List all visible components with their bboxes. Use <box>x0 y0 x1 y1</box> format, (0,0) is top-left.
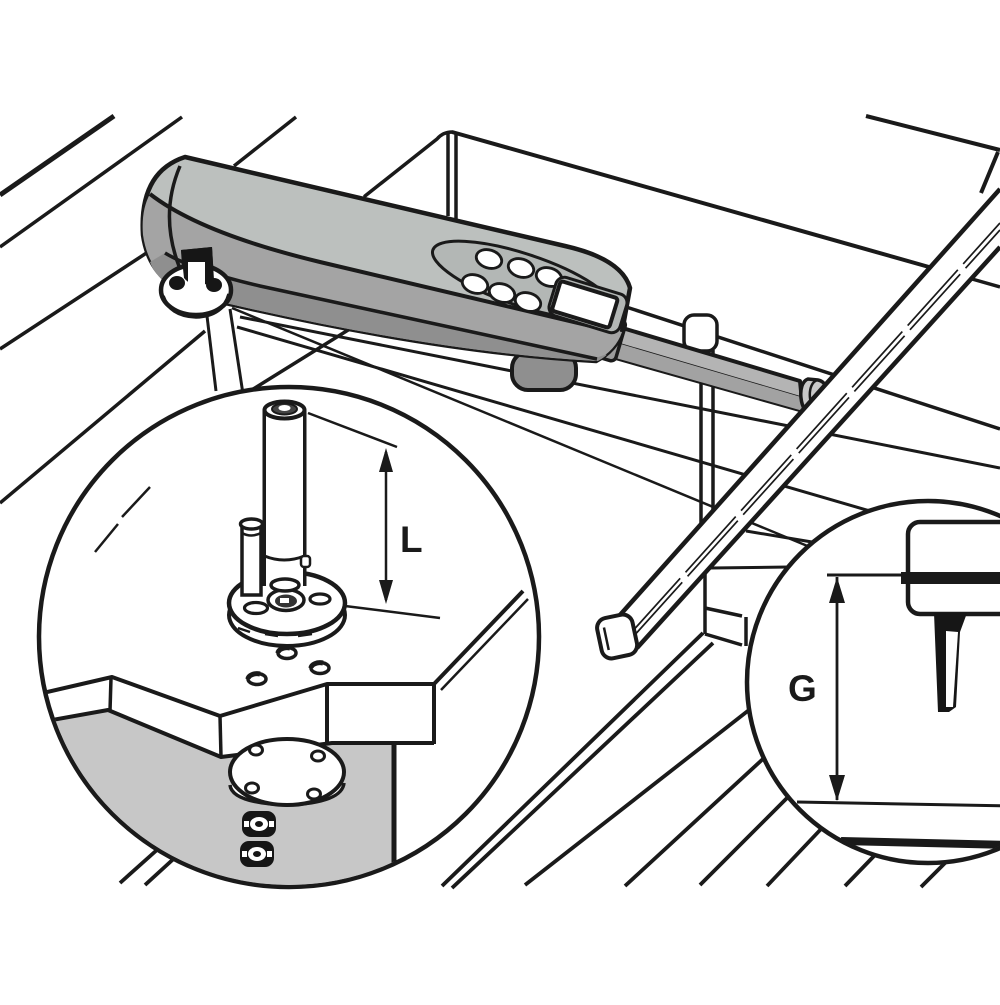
svg-text:L: L <box>400 519 423 560</box>
svg-text:G: G <box>788 668 817 709</box>
